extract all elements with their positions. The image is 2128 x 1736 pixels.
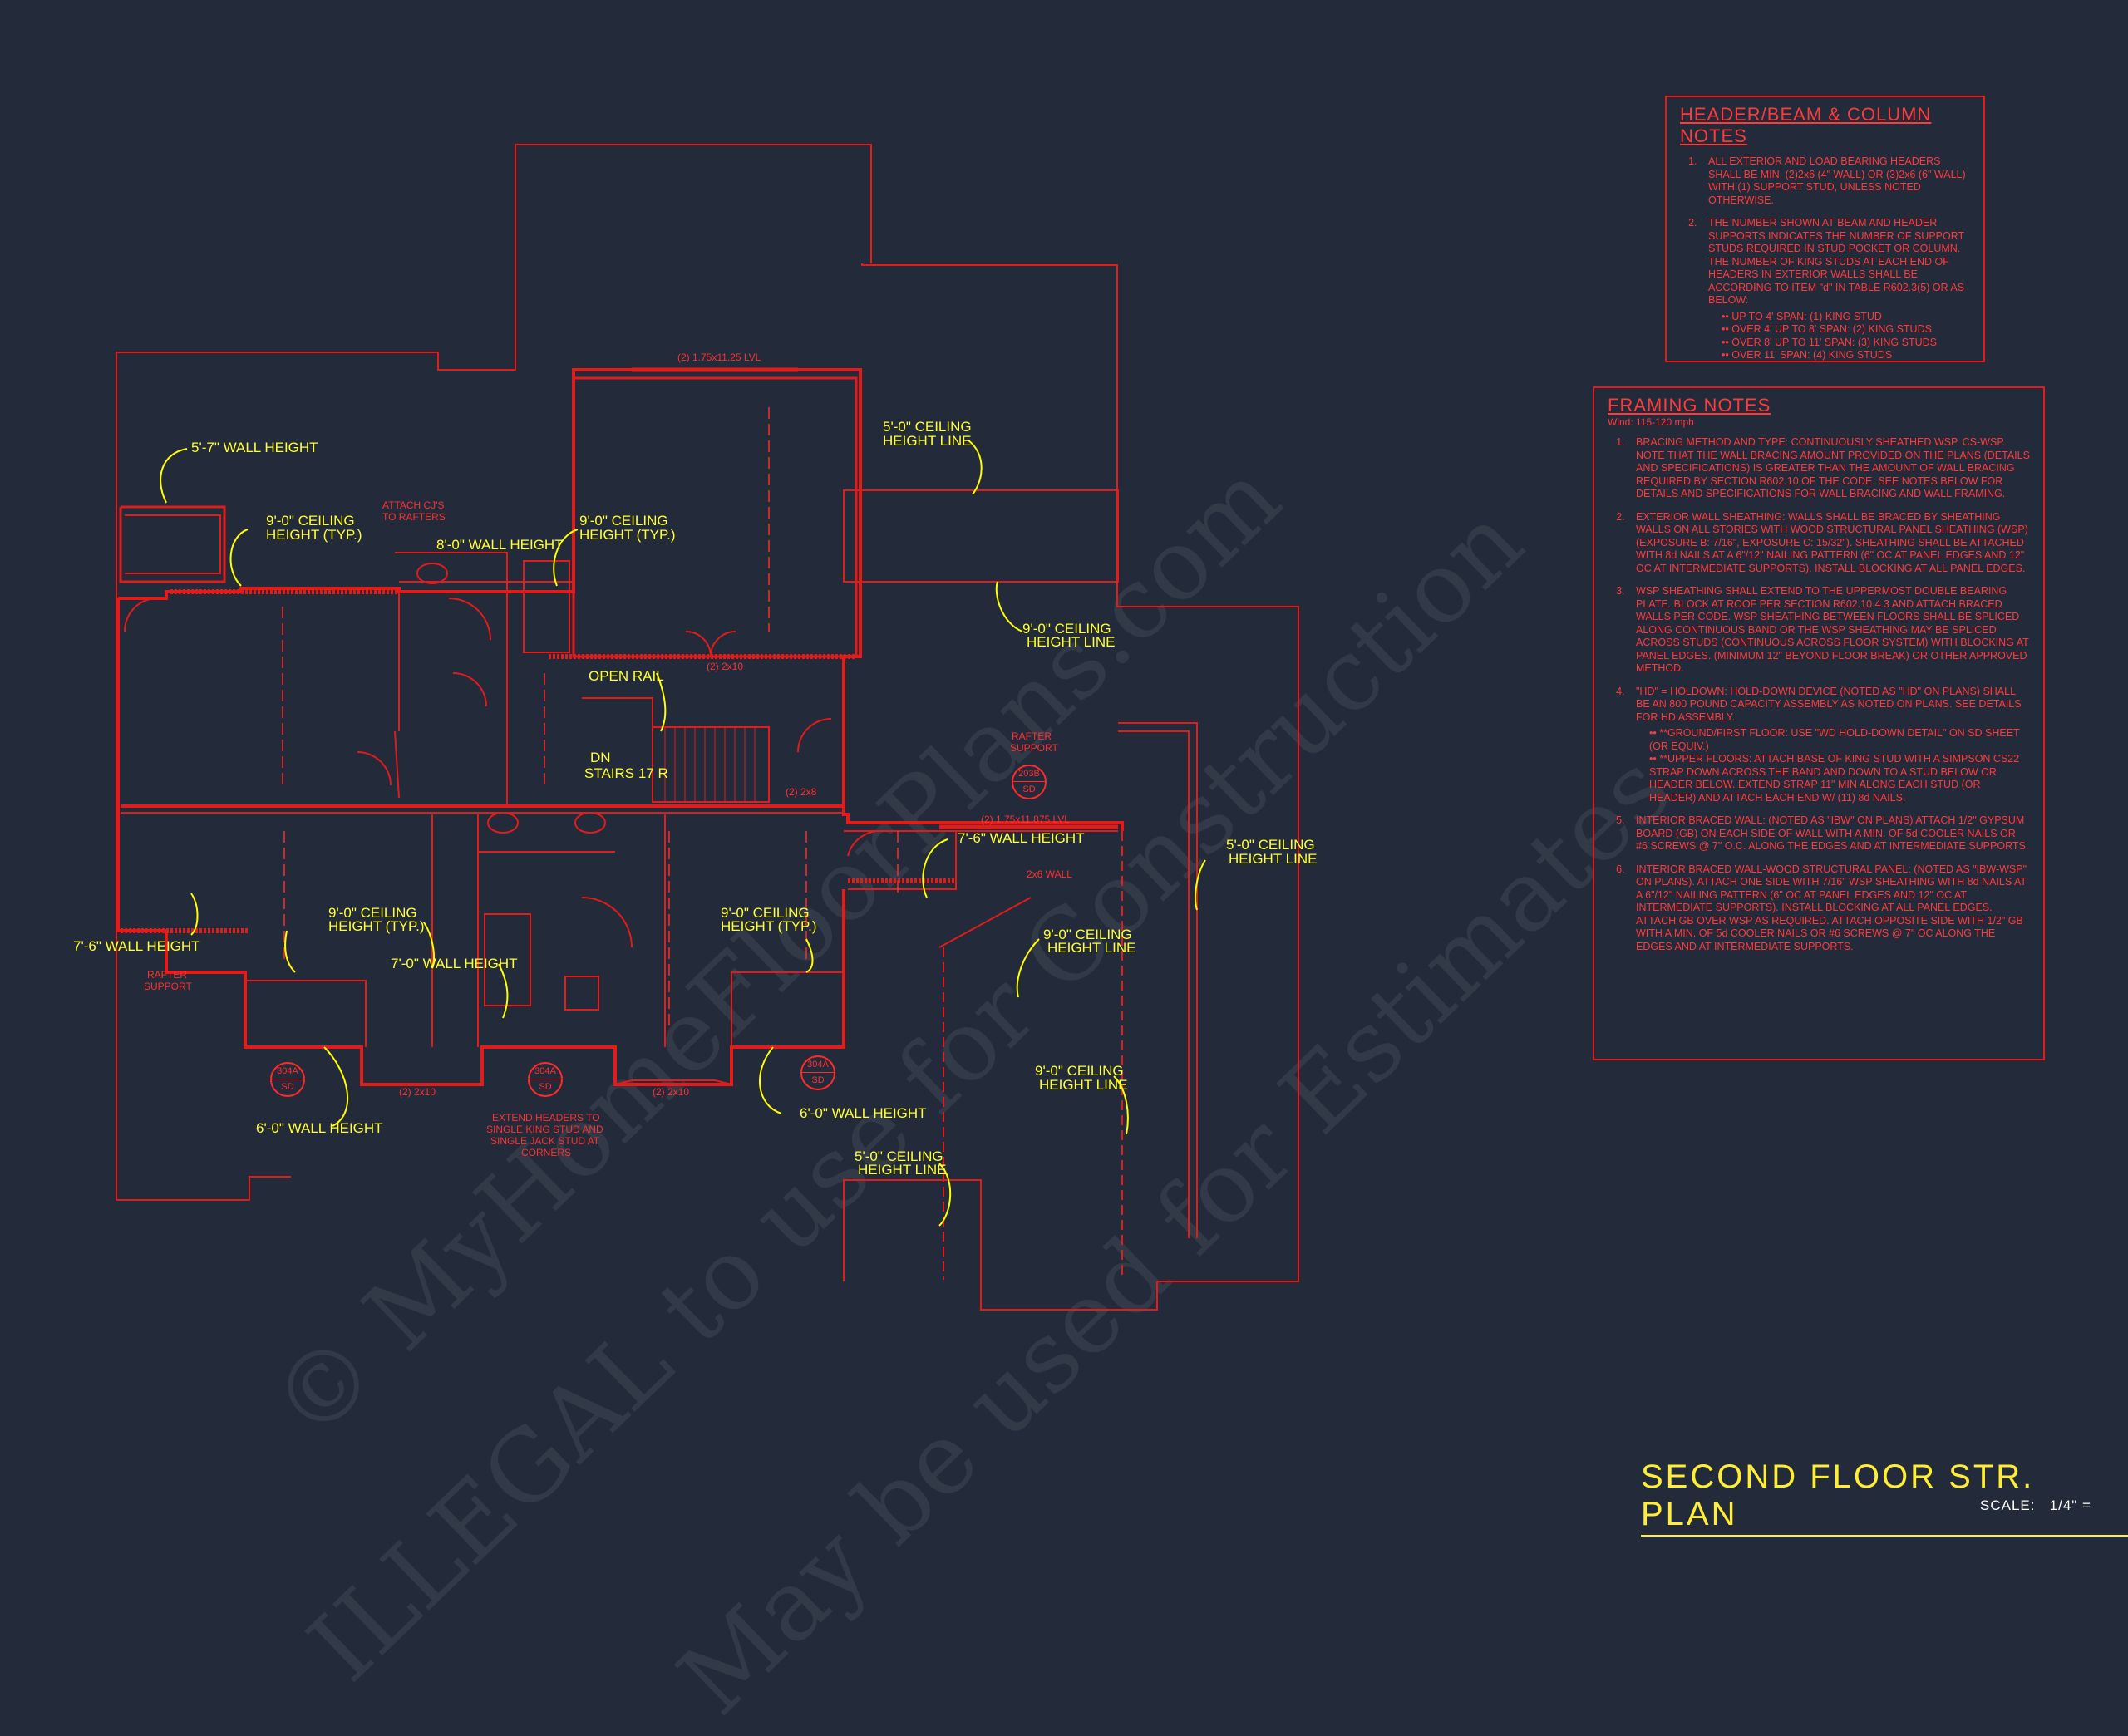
framing-note-1: BRACING METHOD AND TYPE: CONTINUOUSLY SH… xyxy=(1628,436,2030,501)
label-attach-cjs: ATTACH CJ'S xyxy=(382,499,445,511)
label-rafter-support-b-2: SUPPORT xyxy=(144,981,192,992)
header-note-2: THE NUMBER SHOWN AT BEAM AND HEADER SUPP… xyxy=(1700,217,1970,362)
label-extend-headers-2: SINGLE KING STUD AND xyxy=(486,1124,603,1135)
label-ceiling-9a-2: HEIGHT (TYP.) xyxy=(266,527,362,543)
label-ceiling-9a: 9'-0" CEILING xyxy=(266,513,355,529)
label-ceiling-9line-c: 9'-0" CEILING xyxy=(1035,1063,1124,1079)
label-wall-57: 5'-7" WALL HEIGHT xyxy=(191,440,318,455)
framing-note-5: INTERIOR BRACED WALL: (NOTED AS "IBW" ON… xyxy=(1628,814,2030,853)
label-ceiling-9line-a: 9'-0" CEILING xyxy=(1022,621,1111,637)
label-stairs: STAIRS 17 R xyxy=(584,765,668,781)
roof-outline-lower-left xyxy=(116,1176,291,1201)
header-note-1: ALL EXTERIOR AND LOAD BEARING HEADERS SH… xyxy=(1700,155,1970,207)
king-stud-rule: OVER 8' UP TO 11' SPAN: (3) KING STUDS xyxy=(1722,337,1970,350)
label-ceiling-9c: 9'-0" CEILING xyxy=(328,905,417,921)
header-beam-notes: HEADER/BEAM & COLUMN NOTES ALL EXTERIOR … xyxy=(1665,96,1985,362)
label-hdr-2x10-center: (2) 2x10 xyxy=(653,1086,690,1098)
label-ceiling-5c-2: HEIGHT LINE xyxy=(858,1162,947,1178)
holdown-note: **GROUND/FIRST FLOOR: USE "WD HOLD-DOWN … xyxy=(1649,727,2030,753)
bay-right xyxy=(731,971,844,1047)
label-wall-76b: 7'-6" WALL HEIGHT xyxy=(73,938,200,954)
king-stud-rule: OVER 11' SPAN: (4) KING STUDS xyxy=(1722,349,1970,362)
label-hdr-2x10-left: (2) 2x10 xyxy=(399,1086,436,1098)
header-notes-title: HEADER/BEAM & COLUMN NOTES xyxy=(1680,104,1932,146)
label-lvl-mid: (2) 1.75x11.875 LVL xyxy=(981,814,1070,825)
scale-value: 1/4" = xyxy=(2049,1497,2091,1513)
bay-center xyxy=(614,1079,732,1085)
drawing-title: SECOND FLOOR STR. PLAN xyxy=(1641,1458,2128,1537)
label-ceiling-5c: 5'-0" CEILING xyxy=(855,1148,943,1164)
stair xyxy=(652,726,770,803)
label-ceiling-9c-2: HEIGHT (TYP.) xyxy=(328,918,425,934)
label-hdr-2x10-top: (2) 2x10 xyxy=(707,661,744,672)
label-ceiling-9line-b-2: HEIGHT LINE xyxy=(1047,940,1136,956)
label-extend-headers: EXTEND HEADERS TO xyxy=(492,1112,600,1124)
label-ceiling-9d-2: HEIGHT (TYP.) xyxy=(721,918,817,934)
label-dn: DN xyxy=(590,750,611,765)
closet-left xyxy=(119,505,226,583)
framing-note-4: "HD" = HOLDOWN: HOLD-DOWN DEVICE (NOTED … xyxy=(1628,686,2030,805)
label-extend-headers-4: CORNERS xyxy=(521,1147,572,1158)
framing-notes-title: FRAMING NOTES xyxy=(1608,395,1771,416)
framing-notes-subtitle: Wind: 115-120 mph xyxy=(1608,416,1694,428)
framing-note-2: EXTERIOR WALL SHEATHING: WALLS SHALL BE … xyxy=(1628,511,2030,576)
roof-outline-top xyxy=(515,144,872,366)
label-ceiling-5b-2: HEIGHT LINE xyxy=(1229,851,1318,867)
label-extend-headers-3: SINGLE JACK STUD AT xyxy=(490,1135,600,1147)
label-wall-6b: 6'-0" WALL HEIGHT xyxy=(800,1105,927,1121)
roof-outline-left xyxy=(116,352,516,1200)
roof-outline-bottom xyxy=(980,1281,1158,1311)
framing-notes: FRAMING NOTES Wind: 115-120 mph BRACING … xyxy=(1593,386,2045,1060)
label-ceiling-5b: 5'-0" CEILING xyxy=(1226,837,1315,853)
label-ceiling-9b-2: HEIGHT (TYP.) xyxy=(579,527,676,543)
label-ceiling-9line-c-2: HEIGHT LINE xyxy=(1039,1077,1128,1093)
label-rafter-support-a-2: SUPPORT xyxy=(1010,742,1058,754)
room-upper-center xyxy=(572,376,858,658)
label-attach-cjs-2: TO RAFTERS xyxy=(382,511,446,523)
label-ceiling-5a: 5'-0" CEILING xyxy=(883,419,972,435)
king-stud-rule: UP TO 4' SPAN: (1) KING STUD xyxy=(1722,311,1970,324)
bay-left xyxy=(244,980,367,1047)
scale-note: SCALE: 1/4" = xyxy=(1980,1497,2091,1514)
roof-outline-lower xyxy=(843,1179,982,1281)
label-hdr-2x8: (2) 2x8 xyxy=(786,786,817,798)
label-wall-7: 7'-0" WALL HEIGHT xyxy=(391,956,518,971)
label-ceiling-9line-a-2: HEIGHT LINE xyxy=(1027,634,1116,650)
label-wall-76a: 7'-6" WALL HEIGHT xyxy=(958,830,1085,846)
king-stud-rule: OVER 4' UP TO 8' SPAN: (2) KING STUDS xyxy=(1722,323,1970,337)
holdown-note: **UPPER FLOORS: ATTACH BASE OF KING STUD… xyxy=(1649,753,2030,804)
roof-outline-right-upper xyxy=(861,263,1299,1282)
closet-left-inner xyxy=(125,514,221,574)
label-lvl-top: (2) 1.75x11.25 LVL xyxy=(677,352,761,363)
label-open-rail: OPEN RAIL xyxy=(589,668,664,684)
floor-plan-drawing xyxy=(116,144,1299,1311)
right-wing-room xyxy=(843,489,1119,583)
tub-upper xyxy=(523,560,570,653)
tub-lower xyxy=(484,913,531,1006)
label-ceiling-5a-2: HEIGHT LINE xyxy=(883,433,972,449)
label-rafter-support-b: RAFTER xyxy=(147,969,187,981)
label-wall-2x6: 2x6 WALL xyxy=(1027,868,1072,880)
framing-note-3: WSP SHEATHING SHALL EXTEND TO THE UPPERM… xyxy=(1628,585,2030,676)
exterior-wall-left xyxy=(116,598,845,1086)
label-wall-8: 8'-0" WALL HEIGHT xyxy=(436,537,564,553)
label-ceiling-9line-b: 9'-0" CEILING xyxy=(1043,927,1132,942)
label-rafter-support-a: RAFTER xyxy=(1012,730,1052,742)
framing-note-6: INTERIOR BRACED WALL-WOOD STRUCTURAL PAN… xyxy=(1628,863,2030,954)
label-wall-6a: 6'-0" WALL HEIGHT xyxy=(256,1120,383,1136)
label-ceiling-9d: 9'-0" CEILING xyxy=(721,905,810,921)
label-ceiling-9b: 9'-0" CEILING xyxy=(579,513,668,529)
scale-label: SCALE: xyxy=(1980,1497,2036,1513)
